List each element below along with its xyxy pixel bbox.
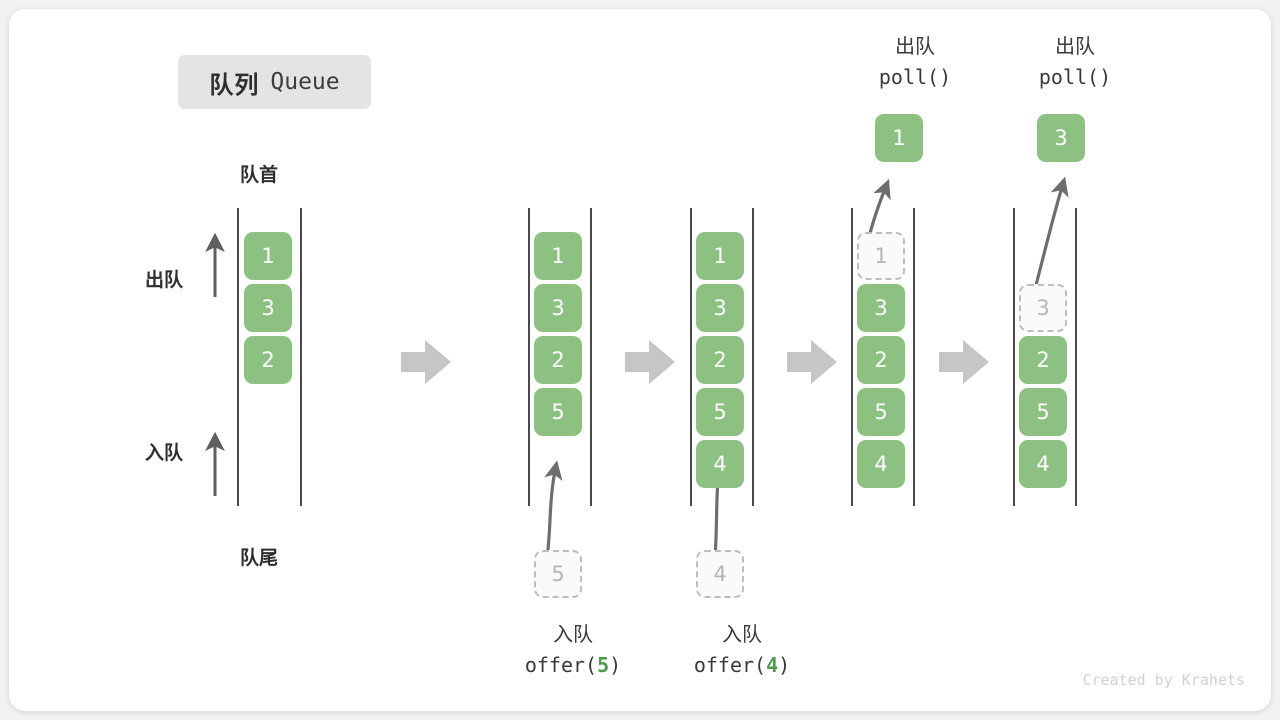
title-badge: 队列 Queue (178, 55, 371, 109)
queue-rail-right (913, 208, 915, 506)
queue-cell: 5 (857, 388, 905, 436)
queue-cell: 3 (857, 284, 905, 332)
operation-cn-offer-4: 入队 (722, 622, 762, 646)
operation-label-poll-1: 出队 poll() (845, 31, 985, 93)
queue-cell: 4 (1019, 440, 1067, 488)
operation-label-poll-2: 出队 poll() (1005, 31, 1145, 93)
queue-cell-ghost: 1 (857, 232, 905, 280)
queue-rail-left (237, 208, 239, 506)
queue-cell: 1 (244, 232, 292, 280)
label-enqueue-direction: 入队 (145, 442, 184, 464)
queue-rail-left (851, 208, 853, 506)
queue-cell: 3 (696, 284, 744, 332)
incoming-element-ghost: 5 (534, 550, 582, 598)
code-arg-offer-4: 4 (766, 653, 779, 677)
flow-arrow-2 (625, 340, 675, 384)
queue-rail-left (690, 208, 692, 506)
code-suffix-offer-5: ) (609, 653, 622, 677)
queue-cell: 1 (696, 232, 744, 280)
flow-arrow-3 (787, 340, 837, 384)
code-arg-offer-5: 5 (597, 653, 610, 677)
queue-cell: 3 (534, 284, 582, 332)
enqueue-arrow-4 (708, 468, 727, 559)
queue-cell: 5 (1019, 388, 1067, 436)
queue-cell: 2 (857, 336, 905, 384)
queue-rail-left (528, 208, 530, 506)
enqueue-arrow-5 (544, 460, 563, 559)
queue-rail-right (752, 208, 754, 506)
code-suffix-offer-4: ) (778, 653, 791, 677)
queue-cell: 5 (696, 388, 744, 436)
queue-cell: 2 (696, 336, 744, 384)
label-queue-rear: 队尾 (240, 547, 279, 569)
queue-cell: 5 (534, 388, 582, 436)
flow-arrow-1 (401, 340, 451, 384)
queue-cell-ghost: 3 (1019, 284, 1067, 332)
operation-label-offer-4: 入队 offer(4) (672, 619, 812, 681)
queue-cell: 2 (534, 336, 582, 384)
operation-code-poll-1: poll() (878, 65, 952, 89)
operation-code-offer-4: offer(4) (672, 650, 812, 681)
operation-cn-offer-5: 入队 (553, 622, 593, 646)
popped-element: 1 (875, 114, 923, 162)
operation-cn-poll-2: 出队 (1055, 34, 1095, 58)
operation-cn-poll-1: 出队 (895, 34, 935, 58)
label-queue-front: 队首 (240, 164, 279, 186)
title-chinese: 队列 (209, 70, 260, 99)
queue-rail-right (300, 208, 302, 506)
code-prefix-offer-5: offer( (524, 653, 598, 677)
queue-rail-left (1013, 208, 1015, 506)
popped-element: 3 (1037, 114, 1085, 162)
arrow-overlay (205, 176, 1069, 559)
queue-cell: 3 (244, 284, 292, 332)
incoming-element-ghost: 4 (696, 550, 744, 598)
queue-cell: 2 (1019, 336, 1067, 384)
queue-cell: 4 (857, 440, 905, 488)
label-dequeue-direction: 出队 (145, 269, 184, 291)
code-prefix-offer-4: offer( (693, 653, 767, 677)
operation-label-offer-5: 入队 offer(5) (503, 619, 643, 681)
queue-cell: 2 (244, 336, 292, 384)
operation-code-offer-5: offer(5) (503, 650, 643, 681)
title-english: Queue (270, 69, 340, 95)
queue-cell: 1 (534, 232, 582, 280)
diagram-card: 队列 Queue 队首 队尾 出队 入队 入队 offer(5) 入队 offe… (9, 9, 1271, 711)
flow-arrow-4 (939, 340, 989, 384)
operation-code-poll-2: poll() (1038, 65, 1112, 89)
queue-cell: 4 (696, 440, 744, 488)
queue-rail-right (1075, 208, 1077, 506)
queue-rail-right (590, 208, 592, 506)
footer-credit: Created by Krahets (1082, 671, 1245, 689)
